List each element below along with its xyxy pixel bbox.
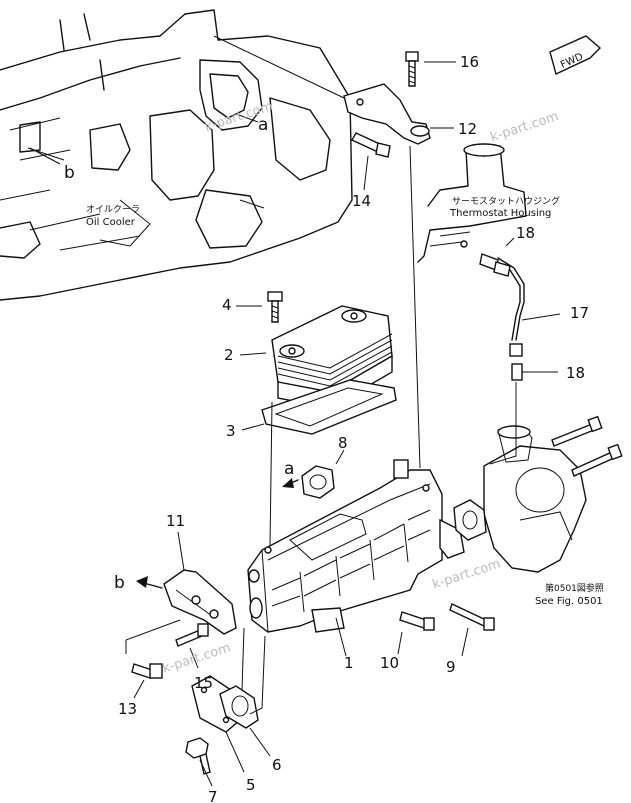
watermark-3: k-part.com — [431, 557, 503, 593]
gasket-8 — [301, 465, 335, 499]
cooler-gasket-3 — [261, 379, 397, 435]
part-number-12: 12 — [458, 120, 477, 138]
part-number-17: 17 — [570, 304, 589, 322]
fwd-badge: FWD — [549, 35, 602, 75]
view-letter-a-mid: a — [284, 459, 294, 479]
view-letter-a-top: a — [258, 115, 268, 135]
oil-cooler-label-en: Oil Cooler — [86, 217, 136, 228]
thermostat-housing — [417, 143, 527, 263]
bolt-7 — [185, 737, 211, 775]
part-number-7: 7 — [208, 788, 218, 803]
part-number-16: 16 — [460, 53, 479, 71]
cooler-case-1 — [247, 459, 465, 633]
fitting-18-top — [479, 253, 511, 277]
part-number-15: 15 — [194, 674, 213, 692]
bracket-12 — [213, 35, 431, 145]
bolt-10 — [399, 611, 435, 631]
leader-lines — [29, 61, 561, 787]
part-number-18-top: 18 — [516, 224, 535, 242]
engine-block-outline — [0, 9, 353, 301]
bolt-4 — [267, 291, 283, 323]
part-number-2: 2 — [224, 346, 234, 364]
bolt-15 — [175, 623, 209, 647]
thermostat-label-jp: サーモスタットハウジング — [452, 195, 560, 207]
bolt-14 — [351, 132, 391, 158]
view-letter-b-top: b — [64, 163, 75, 183]
part-number-3: 3 — [226, 422, 236, 440]
part-number-8: 8 — [338, 434, 348, 452]
fitting-18-bottom — [509, 343, 523, 381]
part-number-1: 1 — [344, 654, 354, 672]
view-arrows — [136, 478, 299, 589]
gasket-6 — [219, 685, 259, 729]
part-number-18-bottom: 18 — [566, 364, 585, 382]
thermostat-label-en: Thermostat Housing — [449, 208, 551, 219]
part-number-6: 6 — [272, 756, 282, 774]
bracket-11 — [163, 569, 237, 635]
bolt-16 — [405, 51, 419, 87]
see-fig-label-en: See Fig. 0501 — [535, 596, 603, 607]
oil-cooler-label-jp: オイルクーラ — [86, 204, 140, 215]
watermark-4: k-part.com — [161, 641, 233, 677]
water-pump-housing — [453, 425, 587, 573]
part-number-10: 10 — [380, 654, 399, 672]
see-fig-label-jp: 第0501図参照 — [545, 582, 604, 594]
bolt-9 — [449, 603, 495, 631]
part-number-11: 11 — [166, 512, 185, 530]
pump-bolts — [551, 415, 623, 477]
bolt-13 — [131, 663, 163, 679]
part-number-13: 13 — [118, 700, 137, 718]
part-number-14: 14 — [352, 192, 371, 210]
watermark-2: k-part.com — [489, 109, 561, 145]
part-number-9: 9 — [446, 658, 456, 676]
part-number-4: 4 — [222, 296, 232, 314]
part-number-5: 5 — [246, 776, 256, 794]
view-letter-b-mid: b — [114, 573, 125, 593]
